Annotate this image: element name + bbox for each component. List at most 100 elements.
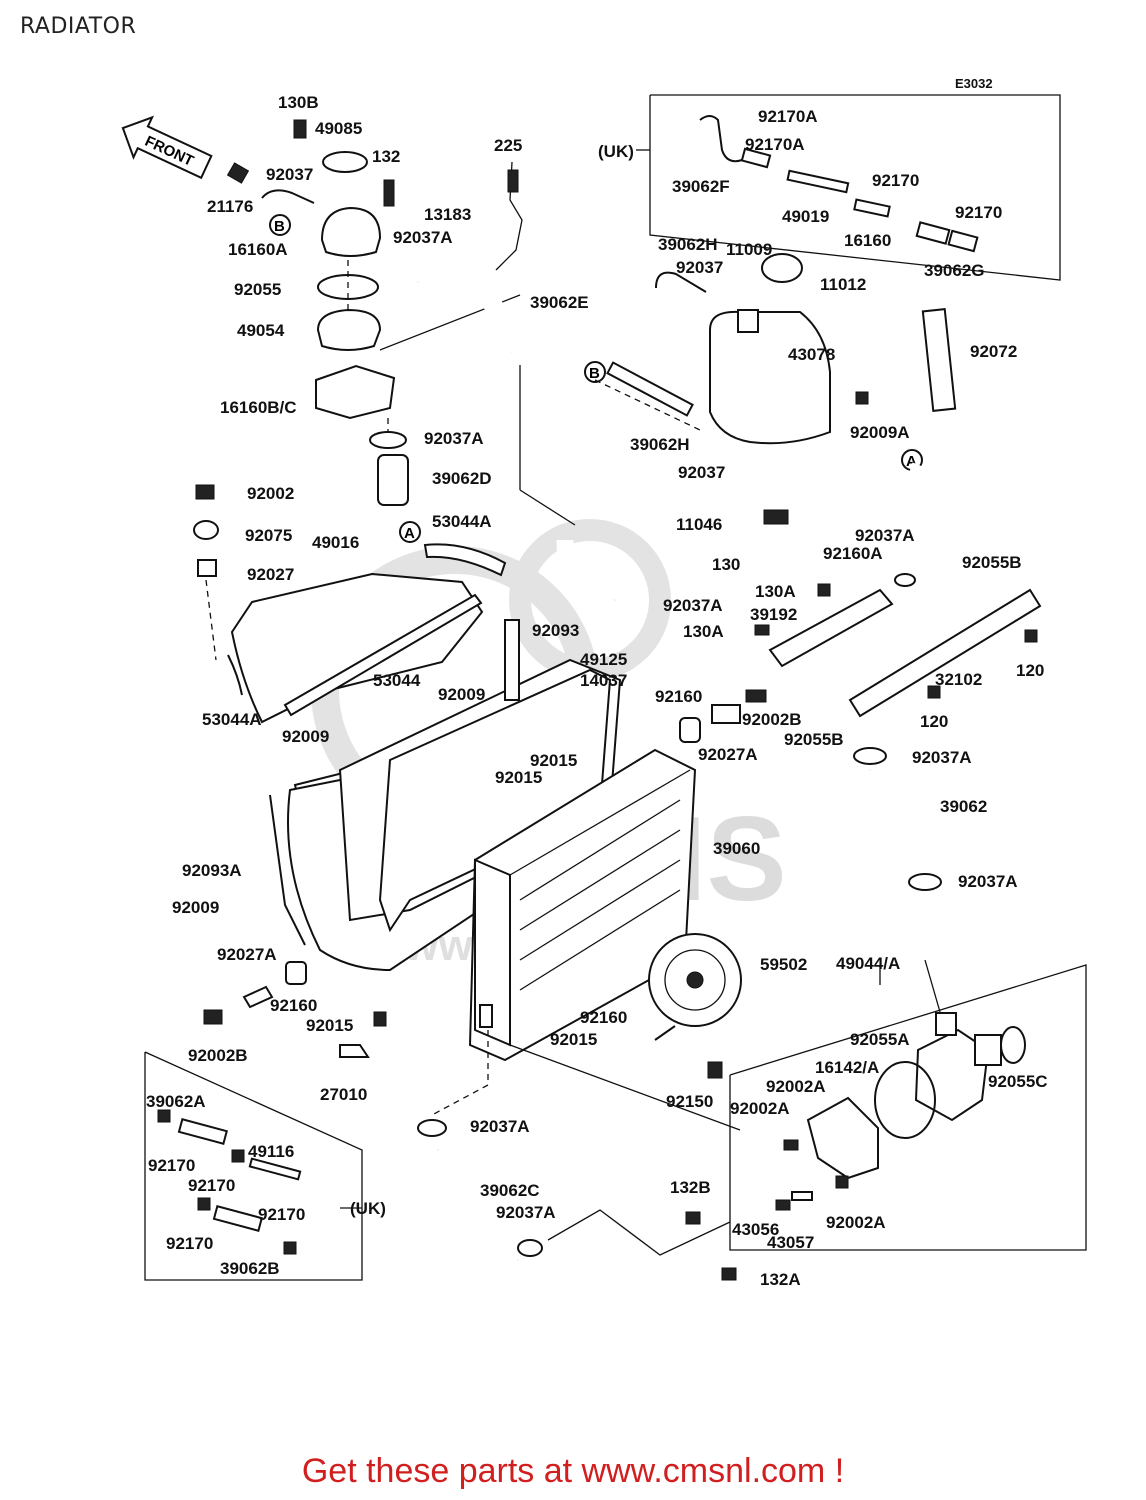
label-130A: 130A bbox=[755, 582, 796, 601]
label-53044A: 53044A bbox=[432, 512, 492, 531]
label-49044A: 49044/A bbox=[836, 954, 900, 973]
label-16160: 16160 bbox=[844, 231, 891, 250]
label-11009: 11009 bbox=[726, 240, 772, 259]
label-39062C: 39062C bbox=[480, 1181, 540, 1200]
label-92170-b4: 92170 bbox=[166, 1234, 213, 1253]
label-132B: 132B bbox=[670, 1178, 711, 1197]
label-92170-b1: 92170 bbox=[148, 1156, 195, 1175]
label-39062A: 39062A bbox=[146, 1092, 206, 1111]
label-92037A-top: 92037A bbox=[393, 228, 453, 247]
callout-a-left: A bbox=[399, 521, 421, 543]
label-120: 120 bbox=[1016, 661, 1044, 680]
svg-text:A: A bbox=[404, 525, 415, 542]
upper-radiator-hose bbox=[414, 161, 523, 354]
label-49019: 49019 bbox=[782, 207, 829, 226]
label-130B: 130B bbox=[278, 93, 319, 112]
coolant-pipe-group bbox=[519, 365, 1042, 891]
label-92009-2: 92009 bbox=[282, 727, 329, 746]
label-92037A-3: 92037A bbox=[663, 596, 723, 615]
label-92170-b3: 92170 bbox=[258, 1205, 305, 1224]
label-49016: 49016 bbox=[312, 533, 359, 552]
label-16142A: 16142/A bbox=[815, 1058, 879, 1077]
radiator-frames bbox=[269, 619, 622, 972]
page-title: RADIATOR bbox=[20, 14, 137, 39]
label-92170A-uk1: 92170A bbox=[758, 107, 818, 126]
label-92160-3: 92160 bbox=[580, 1008, 627, 1027]
label-92009: 92009 bbox=[438, 685, 485, 704]
label-92015: 92015 bbox=[530, 751, 577, 770]
label-39062F: 39062F bbox=[672, 177, 730, 196]
label-43057: 43057 bbox=[767, 1233, 814, 1252]
reserve-tank-group bbox=[594, 253, 957, 525]
label-130: 130 bbox=[712, 555, 740, 574]
label-92002B: 92002B bbox=[742, 710, 802, 729]
svg-text:B: B bbox=[274, 218, 285, 235]
label-92093: 92093 bbox=[532, 621, 579, 640]
label-27010: 27010 bbox=[320, 1085, 367, 1104]
lower-radiator-hose bbox=[417, 1030, 731, 1272]
label-92002B-2: 92002B bbox=[188, 1046, 248, 1065]
label-92170-b2: 92170 bbox=[188, 1176, 235, 1195]
label-39062E: 39062E bbox=[530, 293, 589, 312]
radiator-exploded-diagram: CMS www.cmsnl.com E3032 FRONT (UK) 92170… bbox=[121, 76, 1087, 1289]
label-92037-mid2: 92037 bbox=[678, 463, 725, 482]
label-92015-4: 92015 bbox=[550, 1030, 597, 1049]
label-13183: 13183 bbox=[424, 205, 471, 224]
water-pump-box bbox=[509, 959, 1087, 1281]
label-92075: 92075 bbox=[245, 526, 292, 545]
label-43056: 43056 bbox=[732, 1220, 779, 1239]
label-225: 225 bbox=[494, 136, 522, 155]
label-92160-2: 92160 bbox=[270, 996, 317, 1015]
label-49116: 49116 bbox=[248, 1142, 294, 1161]
label-92055B: 92055B bbox=[962, 553, 1022, 572]
label-53044: 53044 bbox=[373, 671, 421, 690]
label-92055B-2: 92055B bbox=[784, 730, 844, 749]
label-92027A-2: 92027A bbox=[217, 945, 277, 964]
label-92160A: 92160A bbox=[823, 544, 883, 563]
label-14037: 14037 bbox=[580, 671, 627, 690]
label-92072: 92072 bbox=[970, 342, 1017, 361]
diagram-code: E3032 bbox=[955, 76, 993, 91]
callout-b-right: B bbox=[584, 361, 606, 383]
label-92170-uk1: 92170 bbox=[872, 171, 919, 190]
label-92160: 92160 bbox=[655, 687, 702, 706]
label-92055C: 92055C bbox=[988, 1072, 1048, 1091]
svg-text:B: B bbox=[589, 365, 600, 382]
label-92015-3: 92015 bbox=[306, 1016, 353, 1035]
label-39062G: 39062G bbox=[924, 261, 985, 280]
label-92037A-6: 92037A bbox=[958, 872, 1018, 891]
label-92055: 92055 bbox=[234, 280, 281, 299]
label-92002A-2: 92002A bbox=[730, 1099, 790, 1118]
label-130A-2: 130A bbox=[683, 622, 724, 641]
label-92170A-uk2: 92170A bbox=[745, 135, 805, 154]
label-92170-uk2: 92170 bbox=[955, 203, 1002, 222]
label-49085: 49085 bbox=[315, 119, 362, 138]
uk-kit-box-bottom bbox=[144, 1051, 363, 1281]
label-39062B: 39062B bbox=[220, 1259, 280, 1278]
label-120-2: 120 bbox=[920, 712, 948, 731]
label-92002A: 92002A bbox=[766, 1077, 826, 1096]
label-92150: 92150 bbox=[666, 1092, 713, 1111]
callout-b-left: B bbox=[269, 214, 291, 236]
label-49125: 49125 bbox=[580, 650, 627, 669]
front-arrow-icon: FRONT bbox=[121, 115, 213, 180]
label-92055A: 92055A bbox=[850, 1030, 910, 1049]
label-uk-bottom: (UK) bbox=[350, 1199, 386, 1218]
label-92037A-7: 92037A bbox=[470, 1117, 530, 1136]
label-132A: 132A bbox=[760, 1270, 801, 1289]
label-21176: 21176 bbox=[207, 197, 253, 216]
label-11012: 11012 bbox=[820, 275, 866, 294]
label-92037A-8: 92037A bbox=[496, 1203, 556, 1222]
label-92037-top: 92037 bbox=[266, 165, 313, 184]
label-39192: 39192 bbox=[750, 605, 797, 624]
label-16160BC: 16160B/C bbox=[220, 398, 297, 417]
label-43078: 43078 bbox=[788, 345, 835, 364]
label-132: 132 bbox=[372, 147, 400, 166]
footer-cta-link[interactable]: Get these parts at www.cmsnl.com ! bbox=[301, 1452, 845, 1490]
label-92009-3: 92009 bbox=[172, 898, 219, 917]
label-92009A: 92009A bbox=[850, 423, 910, 442]
label-92037A-5: 92037A bbox=[912, 748, 972, 767]
uk-label-top: (UK) bbox=[598, 142, 634, 161]
label-92015-2: 92015 bbox=[495, 768, 542, 787]
svg-text:A: A bbox=[906, 453, 917, 470]
